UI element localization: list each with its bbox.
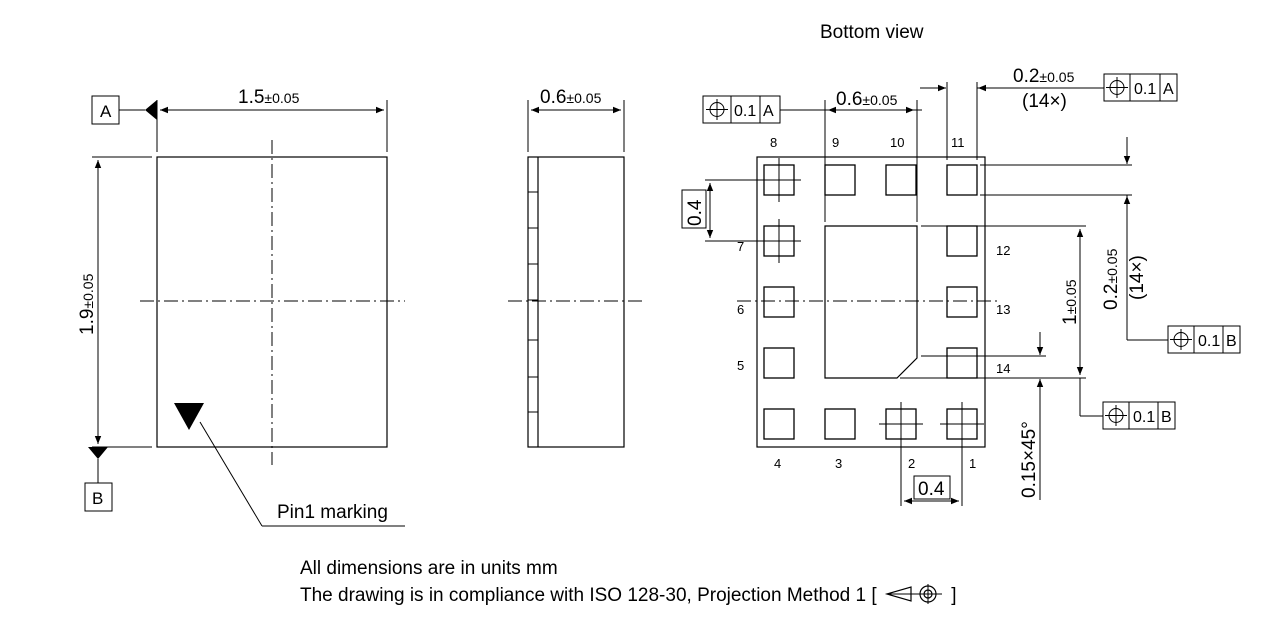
pin1-label: Pin1 marking bbox=[277, 502, 388, 523]
pad-height-dim-label: 0.2±0.05 bbox=[1101, 248, 1122, 310]
units-note: All dimensions are in units mm bbox=[300, 558, 558, 579]
side-view-body bbox=[527, 156, 625, 448]
tolerance-frame-left: 0.1 A bbox=[702, 95, 781, 124]
bottom-view: 8 9 10 11 7 6 5 4 3 2 1 12 13 14 0.6±0.0… bbox=[681, 66, 1241, 506]
pin-number-2: 2 bbox=[908, 456, 915, 471]
pin-number-11: 11 bbox=[951, 135, 965, 150]
pin-number-10: 10 bbox=[890, 135, 904, 150]
pin-number-6: 6 bbox=[737, 302, 744, 317]
datum-a-triangle bbox=[145, 100, 157, 120]
datum-b-triangle bbox=[88, 447, 108, 459]
pin1-marker-icon bbox=[174, 403, 204, 430]
center-pad bbox=[824, 225, 918, 379]
svg-text:B: B bbox=[1226, 333, 1237, 350]
pad-6 bbox=[763, 286, 795, 318]
pad-11 bbox=[946, 164, 978, 196]
tolerance-frame-top-right: 0.1 A bbox=[1103, 73, 1178, 102]
svg-text:0.1: 0.1 bbox=[1134, 81, 1156, 98]
pin-number-5: 5 bbox=[737, 358, 744, 373]
tolerance-frame-right-low: 0.1 B bbox=[1102, 401, 1176, 430]
pitch-h-box bbox=[913, 475, 951, 500]
bottom-view-body bbox=[756, 156, 986, 448]
svg-text:0.1: 0.1 bbox=[734, 103, 756, 120]
pad-13 bbox=[946, 286, 978, 318]
svg-text:A: A bbox=[1163, 81, 1174, 98]
projection-method-icon bbox=[884, 584, 942, 604]
pin-number-3: 3 bbox=[835, 456, 842, 471]
pad-9 bbox=[824, 164, 856, 196]
pin-number-8: 8 bbox=[770, 135, 777, 150]
pad-width-dim-label: 0.2±0.05 bbox=[1013, 66, 1075, 87]
pin-number-13: 13 bbox=[996, 302, 1010, 317]
pad-12 bbox=[946, 225, 978, 257]
pitch-v-box bbox=[681, 189, 707, 229]
compliance-text: The drawing is in compliance with ISO 12… bbox=[300, 585, 877, 606]
svg-text:0.1: 0.1 bbox=[1133, 409, 1155, 426]
height-dim-label: 1.9±0.05 bbox=[77, 273, 98, 335]
pin-number-14: 14 bbox=[996, 361, 1010, 376]
pitch-h-label: 0.4 bbox=[918, 479, 945, 500]
pin1-leader bbox=[199, 421, 263, 527]
pad-width-count: (14×) bbox=[1022, 91, 1067, 112]
svg-text:A: A bbox=[763, 103, 774, 120]
compliance-note: The drawing is in compliance with ISO 12… bbox=[300, 583, 956, 607]
svg-text:B: B bbox=[1161, 409, 1172, 426]
pin-number-4: 4 bbox=[774, 456, 781, 471]
bottom-view-title: Bottom view bbox=[820, 22, 924, 43]
center-pad-dim-label: 1±0.05 bbox=[1060, 279, 1081, 325]
datum-a-label: A bbox=[100, 102, 112, 121]
pad-height-count: (14×) bbox=[1127, 255, 1148, 300]
pin-number-1: 1 bbox=[969, 456, 976, 471]
pad-4 bbox=[763, 408, 795, 440]
side-view: 0.6±0.05 bbox=[508, 87, 642, 448]
pad-14 bbox=[946, 347, 978, 379]
width-dim-label: 1.5±0.05 bbox=[238, 87, 300, 108]
svg-text:0.1: 0.1 bbox=[1198, 333, 1220, 350]
thickness-dim-label: 0.6±0.05 bbox=[540, 87, 602, 108]
compliance-end: ] bbox=[951, 585, 957, 606]
top-view: 1.5±0.05 A 1.9±0.05 B Pin1 marking bbox=[77, 87, 405, 527]
pitch-v-label: 0.4 bbox=[685, 199, 706, 226]
datum-b-box bbox=[84, 482, 113, 512]
pad-5 bbox=[763, 347, 795, 379]
pin-number-12: 12 bbox=[996, 243, 1010, 258]
pitch-side-dim-label: 0.6±0.05 bbox=[836, 89, 898, 110]
chamfer-label: 0.15×45° bbox=[1019, 421, 1040, 498]
pin-number-9: 9 bbox=[832, 135, 839, 150]
datum-b-label: B bbox=[92, 489, 103, 508]
pin-number-7: 7 bbox=[737, 239, 744, 254]
pad-10 bbox=[885, 164, 917, 196]
tolerance-frame-right-mid: 0.1 B bbox=[1167, 325, 1241, 354]
pad-3 bbox=[824, 408, 856, 440]
